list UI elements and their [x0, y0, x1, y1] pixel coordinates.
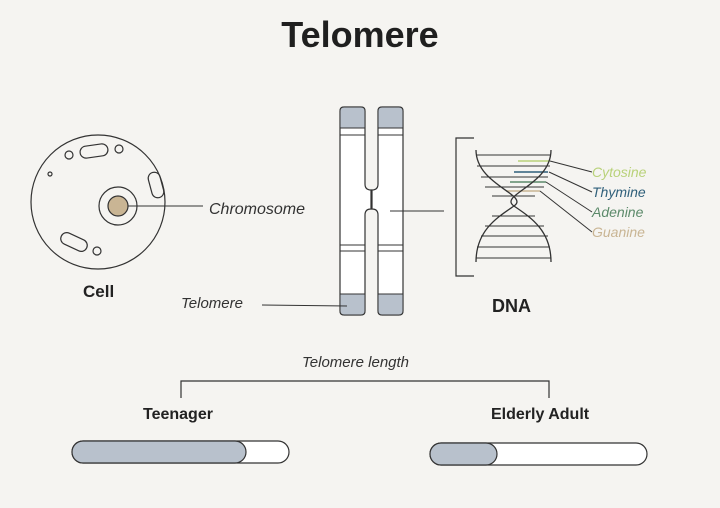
teenager-bar-fill — [71, 440, 247, 464]
cell-illustration — [30, 134, 166, 270]
teenager-label: Teenager — [143, 406, 213, 423]
vesicle-4 — [47, 171, 53, 177]
vesicle-3 — [92, 246, 102, 256]
cell-membrane — [30, 134, 166, 270]
dna-backbone-left — [475, 149, 518, 263]
dna-illustration — [455, 137, 593, 277]
teenager-bar — [71, 440, 290, 464]
telomere-cap-top-right — [377, 106, 404, 129]
dna-label: DNA — [492, 296, 531, 316]
chromosome-illustration — [339, 106, 404, 316]
telomere-cap-bottom-right — [377, 293, 404, 316]
organelle-3 — [60, 232, 88, 252]
elderly-adult-label: Elderly Adult — [491, 406, 590, 423]
organelle-1 — [79, 143, 109, 159]
telomere-label: Telomere — [181, 295, 243, 312]
page-title: Telomere — [281, 14, 439, 55]
telomere-cap-bottom-left — [339, 293, 366, 316]
base-pointer-lines — [539, 160, 593, 233]
chromatid-left — [339, 106, 372, 316]
base-label-cytosine: Cytosine — [592, 164, 647, 180]
cell-label: Cell — [83, 282, 115, 301]
vesicle-1 — [64, 150, 74, 160]
dna-bracket — [455, 137, 474, 277]
organelle-2 — [147, 171, 165, 199]
telomere-pointer-line — [261, 304, 348, 307]
elderly-bar — [429, 442, 648, 466]
telomere-length-label: Telomere length — [302, 354, 410, 371]
chromosome-dot — [107, 195, 129, 217]
base-label-adenine: Adenine — [592, 204, 644, 220]
vesicle-2 — [114, 144, 124, 154]
base-label-guanine: Guanine — [592, 224, 645, 240]
telomere-length-bracket — [180, 380, 550, 398]
elderly-bar-fill — [429, 442, 498, 466]
chromosome-label: Chromosome — [209, 201, 306, 218]
telomere-cap-top-left — [339, 106, 366, 129]
base-label-thymine: Thymine — [592, 184, 646, 200]
dna-backbone-right — [510, 149, 552, 263]
